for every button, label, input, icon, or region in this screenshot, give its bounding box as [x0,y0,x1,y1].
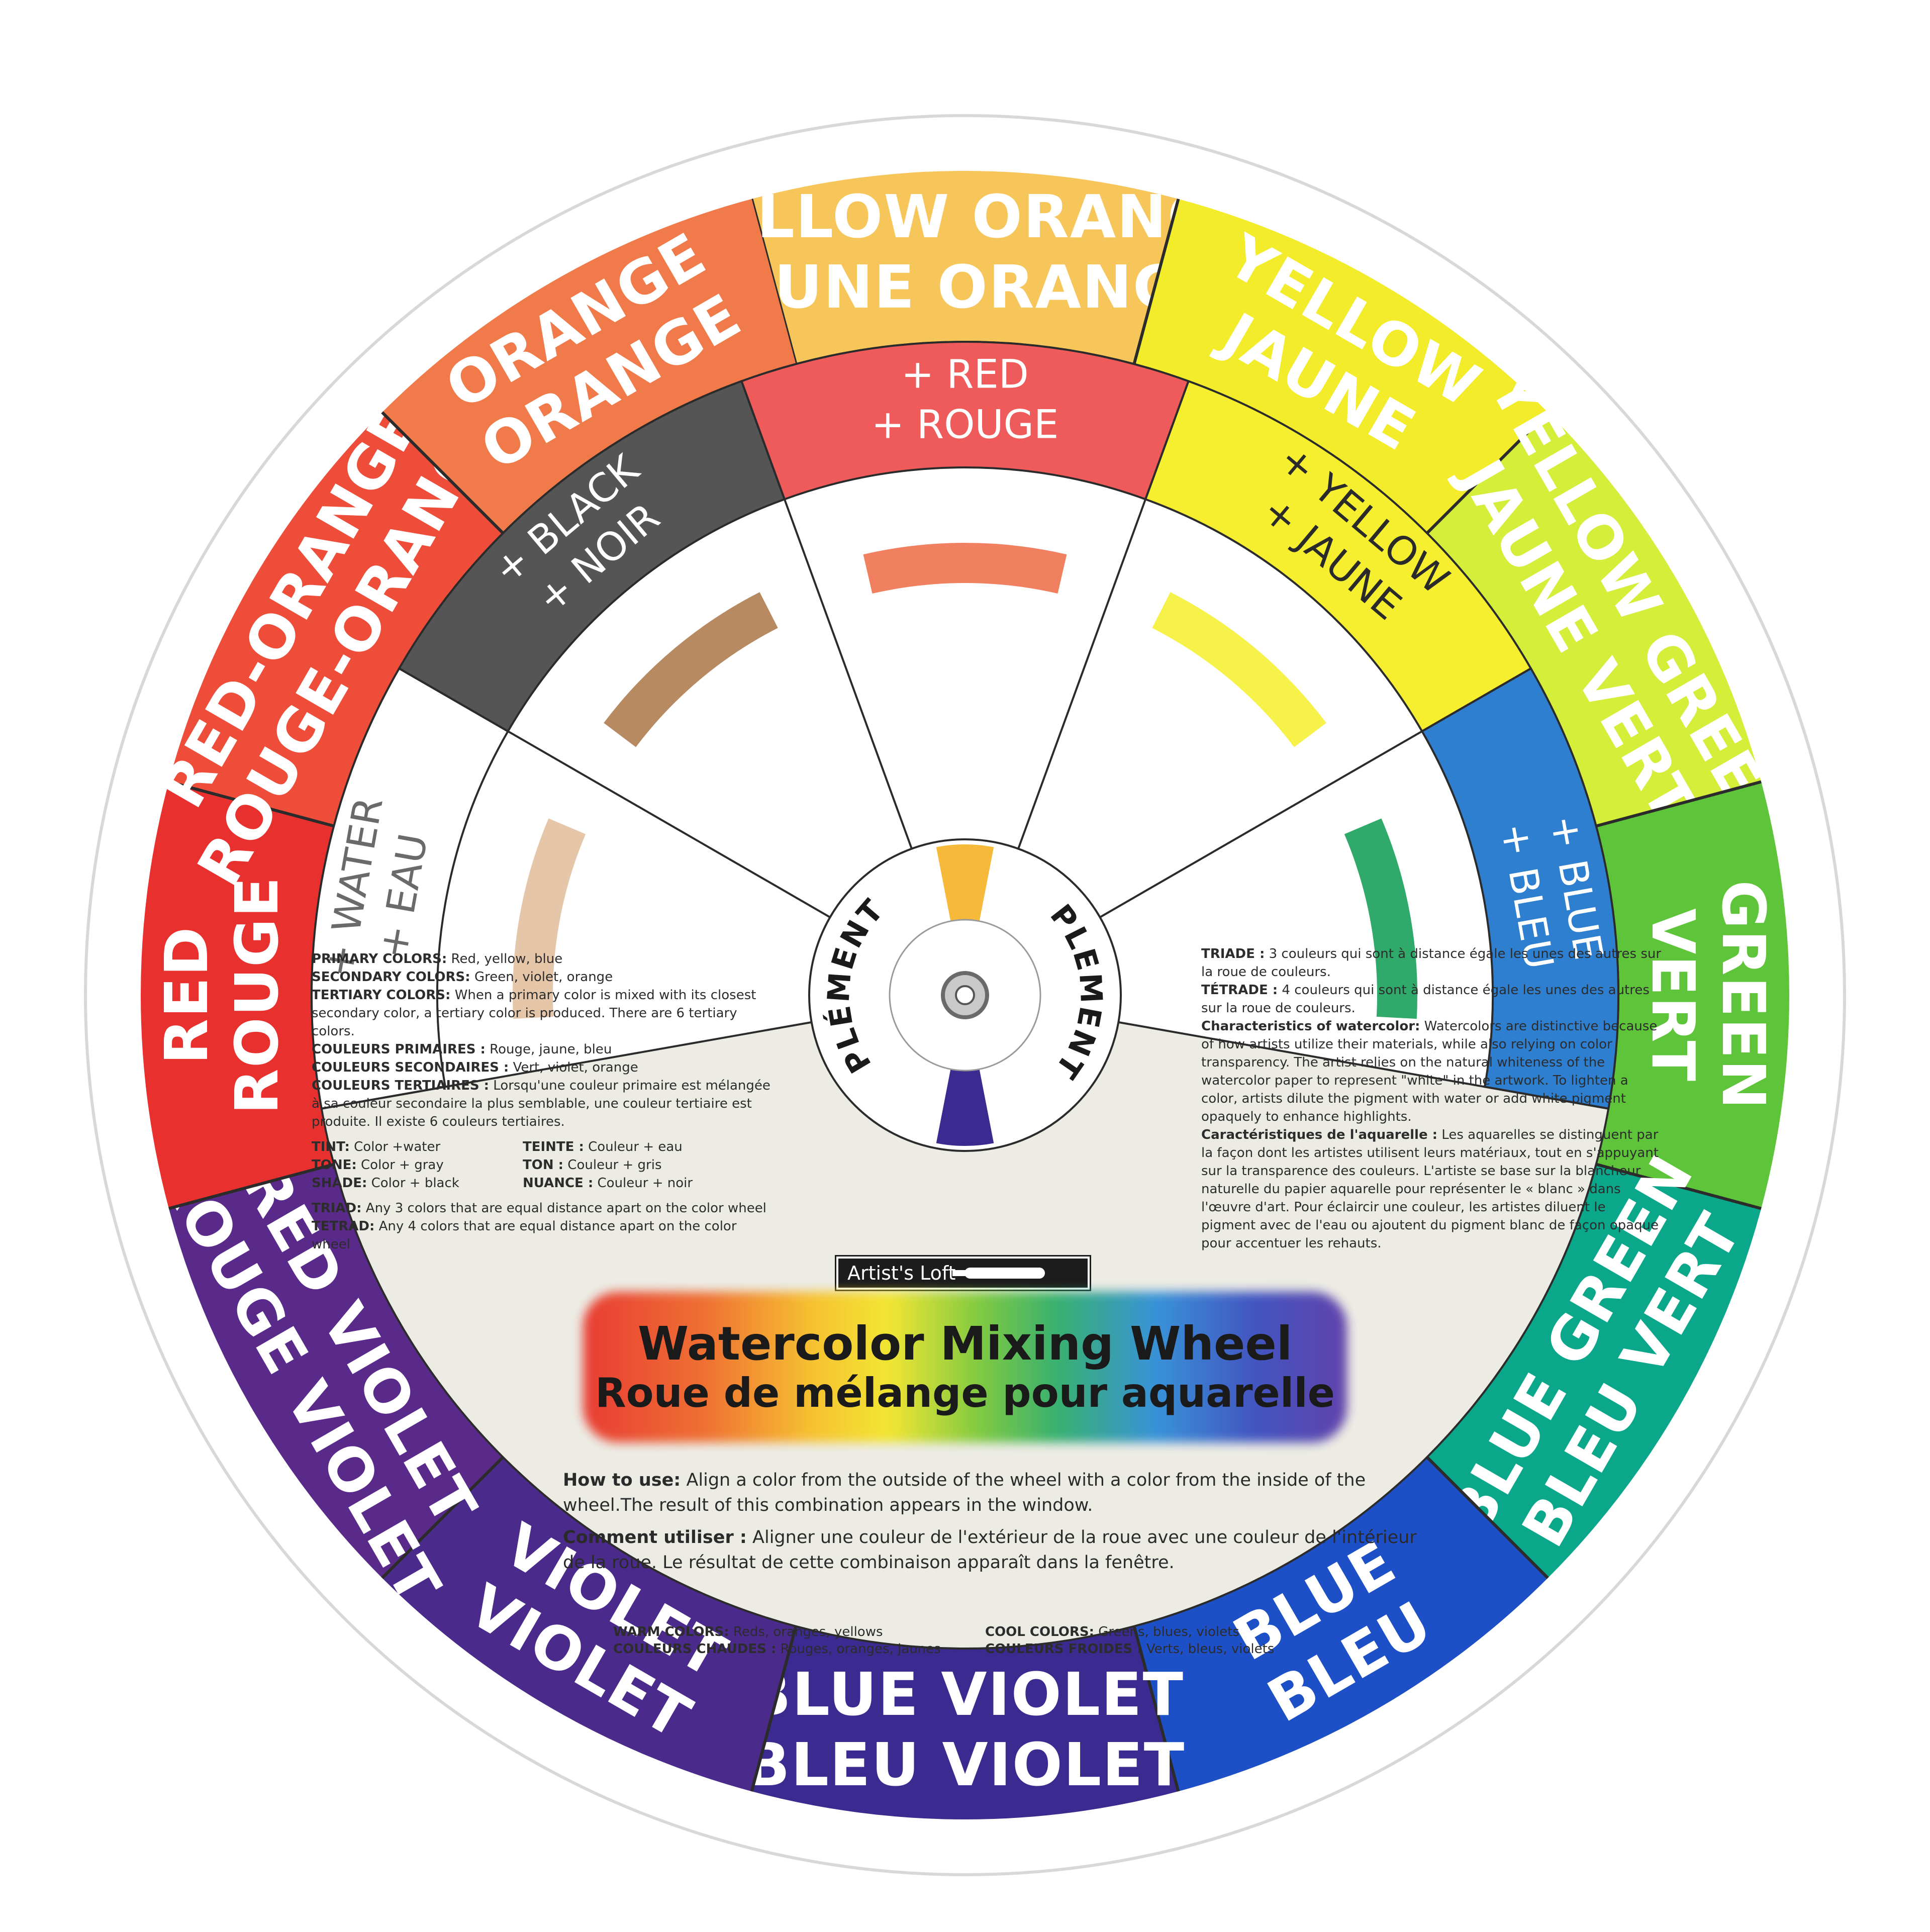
segment-divider [1426,411,1549,534]
tab-divider [399,667,835,921]
couleurs-chaudes-line: COULEURS CHAUDES : Rouges, oranges, jaun… [613,1641,941,1657]
outer-segment-label: JAUNE ORANGE [703,252,1224,322]
tab-divider [321,1020,817,1110]
tint-tone-shade-grid: TINT: Color +water TEINTE : Couleur + ea… [312,1138,779,1192]
segment-divider [381,1456,504,1579]
outer-segment-label: RED [152,926,221,1064]
segment-divider [168,1163,335,1210]
primary-colors-line: PRIMARY COLORS: Red, yellow, blue [312,951,563,967]
outer-segment[interactable] [1134,1457,1548,1792]
outer-segment-label: ROUGE [222,876,292,1114]
rainbow-swash [583,1292,1347,1442]
how-to-use-french: Comment utiliser : Aligner une couleur d… [563,1527,1417,1573]
title-french: Roue de mélange pour aquarelle [595,1370,1335,1416]
segment-divider [381,411,504,534]
tertiary-colors-line: TERTIARY COLORS: When a primary color is… [312,988,756,1039]
characteristics-line: Characteristics of watercolor: Watercolo… [1201,1019,1658,1124]
warm-colors-line: WARM COLORS: Reds, oranges, yellows [613,1624,883,1639]
outer-segment-label: VERT [1638,908,1708,1082]
complement-top-wedge [936,844,994,921]
outer-segment[interactable] [141,782,334,1209]
outer-segment[interactable] [1134,199,1548,533]
secondary-colors-line: SECONDARY COLORS: Green, violet, orange [312,970,613,985]
inner-tab-label: + RED [901,352,1029,397]
segment-divider [1595,1163,1762,1210]
segment-divider [750,1625,798,1792]
outer-segment[interactable] [168,1164,503,1578]
outer-segment-label: BLEU VIOLET [745,1730,1185,1799]
tab-divider [1113,1020,1609,1110]
brand-logo: Artist's Loft [835,1255,1091,1291]
how-to-use: How to use: Align a color from the outsi… [563,1468,1417,1582]
shade-line: SHADE: Color + black [312,1176,459,1191]
outer-segment-label: GREEN [1709,880,1778,1110]
complement-bottom-wedge [936,1069,994,1146]
segment-divider [1132,1625,1180,1792]
result-window [512,818,586,1019]
segment-divider [1132,199,1180,365]
caracteristiques-line: Caractéristiques de l'aquarelle : Les aq… [1201,1127,1659,1251]
result-window [1344,818,1417,1019]
how-to-use-english: How to use: Align a color from the outsi… [563,1470,1366,1515]
tetrad-line: TETRAD: Any 4 colors that are equal dist… [312,1219,737,1252]
outer-segment-label: BLUE VIOLET [746,1660,1184,1729]
outer-segment[interactable] [168,412,503,826]
tab-divider [1015,380,1190,854]
title-english: Watercolor Mixing Wheel [637,1317,1293,1371]
result-window [863,543,1067,594]
outer-segment[interactable] [751,171,1179,364]
outer-segment[interactable] [382,1457,796,1792]
outer-segment[interactable] [382,199,796,533]
teinte-line: TEINTE : Couleur + eau [523,1139,683,1154]
tone-line: TONE: Color + gray [312,1157,444,1173]
outer-segment-label: YELLOW ORANGE [670,182,1259,251]
triade-line: TRIADE : 3 couleurs qui sont à distance … [1201,946,1662,980]
right-definitions: TRIADE : 3 couleurs qui sont à distance … [1201,945,1664,1252]
outer-segment[interactable] [1427,1164,1762,1578]
info-panel: PRIMARY COLORS: Red, yellow, blue SECOND… [271,905,1661,1659]
segment-divider [168,780,335,828]
tint-line: TINT: Color +water [312,1139,441,1154]
ton-line: TON : Couleur + gris [523,1157,662,1173]
outer-segment[interactable] [1596,782,1789,1209]
tetrade-line: TÉTRADE : 4 couleurs qui sont à distance… [1201,983,1650,1016]
nuance-line: NUANCE : Couleur + noir [523,1176,693,1191]
left-definitions: PRIMARY COLORS: Red, yellow, blue SECOND… [312,950,779,1253]
couleurs-primaires-line: COULEURS PRIMAIRES : Rouge, jaune, bleu [312,1042,612,1057]
triad-line: TRIAD: Any 3 colors that are equal dista… [312,1201,766,1216]
couleurs-tertiaires-line: COULEURS TERTIAIRES : Lorsqu'une couleur… [312,1078,770,1129]
result-window [1152,592,1326,747]
tab-divider [1095,667,1531,921]
outer-segment[interactable] [751,1626,1179,1819]
inner-tab-label: + ROUGE [872,402,1059,447]
cool-colors-line: COOL COLORS: Greens, blues, violets [985,1624,1239,1639]
grommet-hole [955,985,975,1005]
outer-segment[interactable] [1427,412,1762,826]
couleurs-secondaires-line: COULEURS SECONDAIRES : Vert, violet, ora… [312,1060,638,1075]
segment-divider [1595,780,1762,828]
brand-name: Artist's Loft [847,1262,956,1284]
paintbrush-icon [952,1268,1045,1279]
couleurs-froides-line: COULEURS FROIDES : Verts, bleus, violets [985,1641,1275,1657]
warm-cool-colors: WARM COLORS: Reds, oranges, yellows COOL… [613,1623,1317,1658]
result-window [604,592,778,747]
segment-divider [1426,1456,1549,1579]
tab-divider [740,380,915,854]
